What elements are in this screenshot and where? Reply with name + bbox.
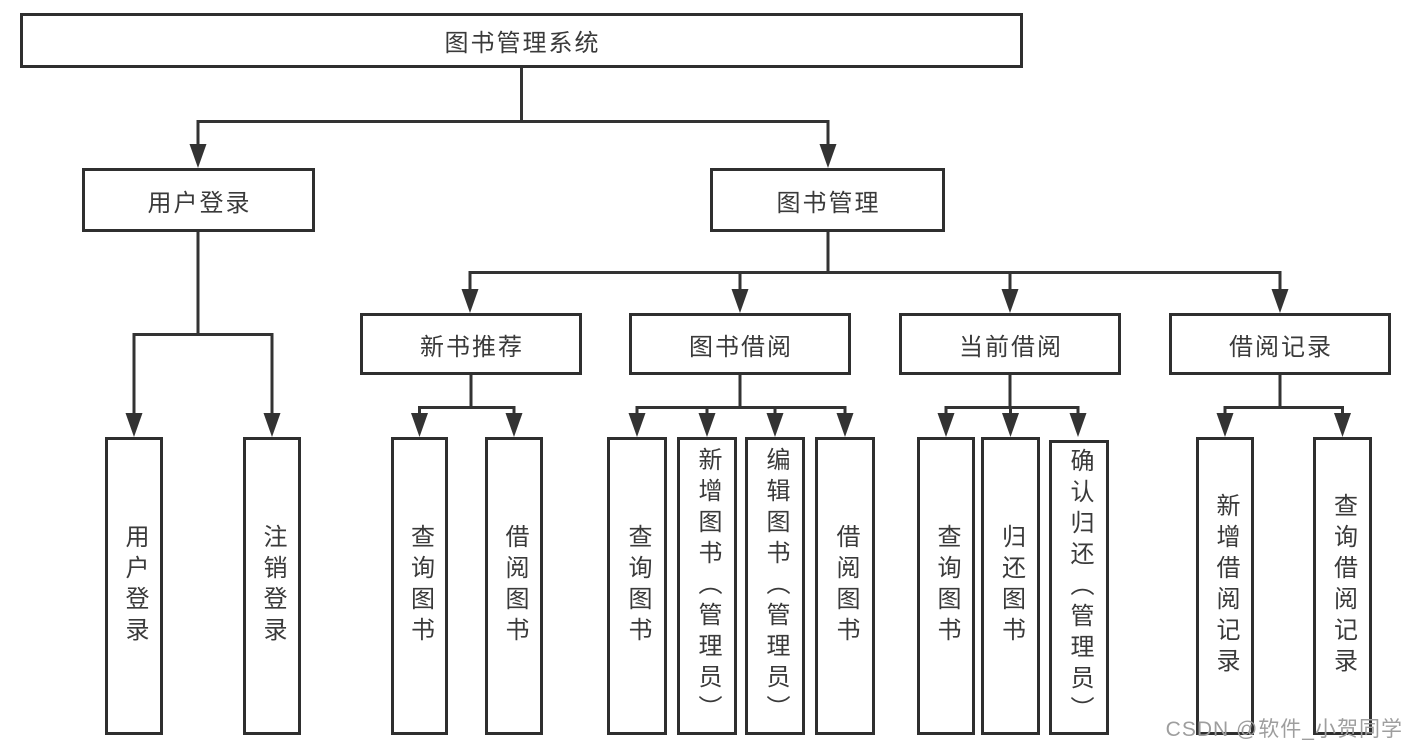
leaf-label: 查询图书 bbox=[406, 524, 434, 648]
leaf-label: 新增借阅记录 bbox=[1212, 493, 1239, 679]
node-borrow-records: 借阅记录 bbox=[1169, 313, 1391, 375]
leaf-bb-query-books: 查询图书 bbox=[607, 437, 667, 735]
node-book-borrow: 图书借阅 bbox=[629, 313, 851, 375]
leaf-br-add-record: 新增借阅记录 bbox=[1196, 437, 1254, 735]
node-current-borrow: 当前借阅 bbox=[899, 313, 1121, 375]
node-user-login: 用户登录 bbox=[82, 168, 315, 232]
node-new-book-recommend: 新书推荐 bbox=[360, 313, 582, 375]
leaf-label: 新增图书（管理员） bbox=[694, 446, 721, 726]
leaf-cb-confirm-return-admin: 确认归还（管理员） bbox=[1049, 440, 1109, 735]
leaf-label: 编辑图书（管理员） bbox=[762, 446, 789, 726]
leaf-logout: 注销登录 bbox=[243, 437, 301, 735]
leaf-nb-borrow-books: 借阅图书 bbox=[485, 437, 543, 735]
node-book-mgmt: 图书管理 bbox=[710, 168, 945, 232]
leaf-bb-add-books-admin: 新增图书（管理员） bbox=[677, 437, 737, 735]
leaf-bb-borrow-books: 借阅图书 bbox=[815, 437, 875, 735]
leaf-label: 借阅图书 bbox=[501, 524, 528, 648]
leaf-label: 借阅图书 bbox=[832, 524, 859, 648]
leaf-label: 查询图书 bbox=[933, 524, 960, 648]
leaf-cb-query-books: 查询图书 bbox=[917, 437, 975, 735]
leaf-bb-edit-books-admin: 编辑图书（管理员） bbox=[745, 437, 805, 735]
watermark: CSDN @软件_小贺同学 bbox=[1165, 718, 1403, 741]
leaf-label: 用户登录 bbox=[121, 524, 148, 648]
leaf-label: 查询图书 bbox=[624, 524, 651, 648]
leaf-br-query-record: 查询借阅记录 bbox=[1313, 437, 1372, 735]
node-system-root: 图书管理系统 bbox=[20, 13, 1023, 68]
leaf-label: 归还图书 bbox=[997, 524, 1025, 648]
leaf-label: 注销登录 bbox=[259, 524, 286, 648]
leaf-nb-query-books: 查询图书 bbox=[391, 437, 448, 735]
leaf-label: 查询借阅记录 bbox=[1329, 493, 1357, 679]
leaf-label: 确认归还（管理员） bbox=[1066, 448, 1093, 727]
leaf-cb-return-books: 归还图书 bbox=[981, 437, 1040, 735]
leaf-user-login: 用户登录 bbox=[105, 437, 163, 735]
